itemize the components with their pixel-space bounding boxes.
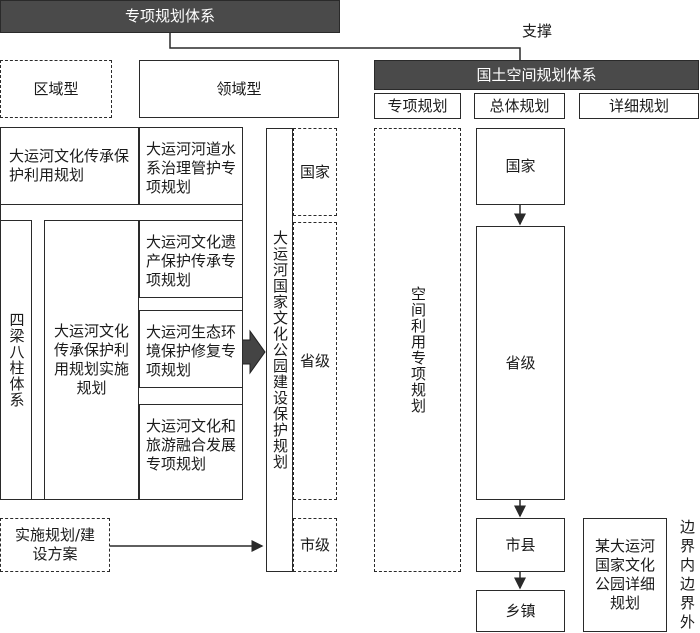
special-plan-system-title: 专项规划体系 (0, 0, 340, 33)
territorial-plan-system-title: 国土空间规划体系 (374, 60, 699, 90)
boundary-outside-label: 边界外 (680, 575, 696, 631)
boundary-inside-label: 边界内 (680, 518, 696, 574)
field-plan-waterway: 大运河河道水系治理管护专项规划 (139, 127, 243, 205)
tab-special-plan: 专项规划 (374, 93, 461, 119)
level-township-right: 乡镇 (476, 590, 565, 632)
support-label: 支撑 (522, 22, 553, 40)
field-type-box: 领域型 (139, 60, 339, 118)
tab-overall-plan: 总体规划 (474, 93, 565, 119)
tab-detail-plan: 详细规划 (579, 93, 699, 119)
level-national-left: 国家 (293, 128, 337, 216)
grand-canal-main-plan: 大运河文化传承保护利用规划 (0, 127, 139, 205)
park-detail-plan: 某大运河国家文化公园详细规划 (583, 518, 667, 632)
main-plan-implementation-box: 大运河文化传承保护利用规划实施规划 (44, 220, 139, 500)
region-type-box: 区域型 (0, 60, 112, 118)
level-national-right: 国家 (476, 128, 565, 205)
four-beams-eight-pillars-box: 四梁八柱体系 (0, 220, 32, 500)
level-county-right: 市县 (476, 518, 565, 572)
level-province-left: 省级 (293, 222, 337, 500)
field-plan-ecology: 大运河生态环境保护修复专项规划 (139, 310, 243, 388)
field-plan-tourism: 大运河文化和旅游融合发展专项规划 (139, 404, 243, 500)
big-arrow-icon (239, 329, 266, 375)
level-city-left: 市级 (293, 518, 337, 572)
level-province-right: 省级 (476, 226, 565, 500)
field-plan-heritage: 大运河文化遗产保护传承专项规划 (139, 220, 243, 298)
national-cultural-park-plan: 大运河国家文化公园建设保护规划 (266, 128, 293, 572)
implementation-scheme-box: 实施规划/建设方案 (0, 518, 110, 572)
spatial-use-special-plan: 空间利用专项规划 (374, 128, 461, 572)
